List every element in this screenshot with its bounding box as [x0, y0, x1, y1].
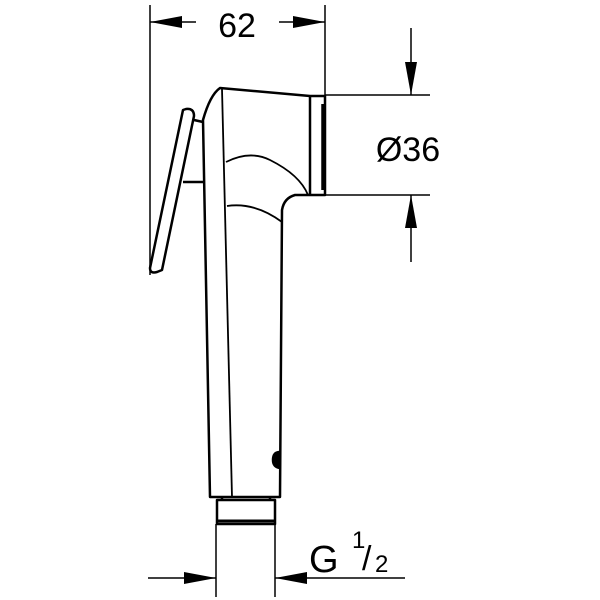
- thread-label-denominator: 2: [375, 551, 388, 578]
- width-label: 62: [218, 7, 256, 45]
- diameter-dimension: Ø36: [325, 28, 440, 262]
- thread-dimension: G 1 / 2: [148, 524, 405, 597]
- width-dimension: 62: [149, 5, 326, 275]
- thread-label-numerator: 1: [352, 527, 365, 554]
- thread-label-slash: /: [362, 540, 372, 578]
- diameter-label: Ø36: [376, 131, 440, 169]
- thread-label-g: G: [309, 539, 339, 581]
- hand-shower-body: [148, 86, 327, 526]
